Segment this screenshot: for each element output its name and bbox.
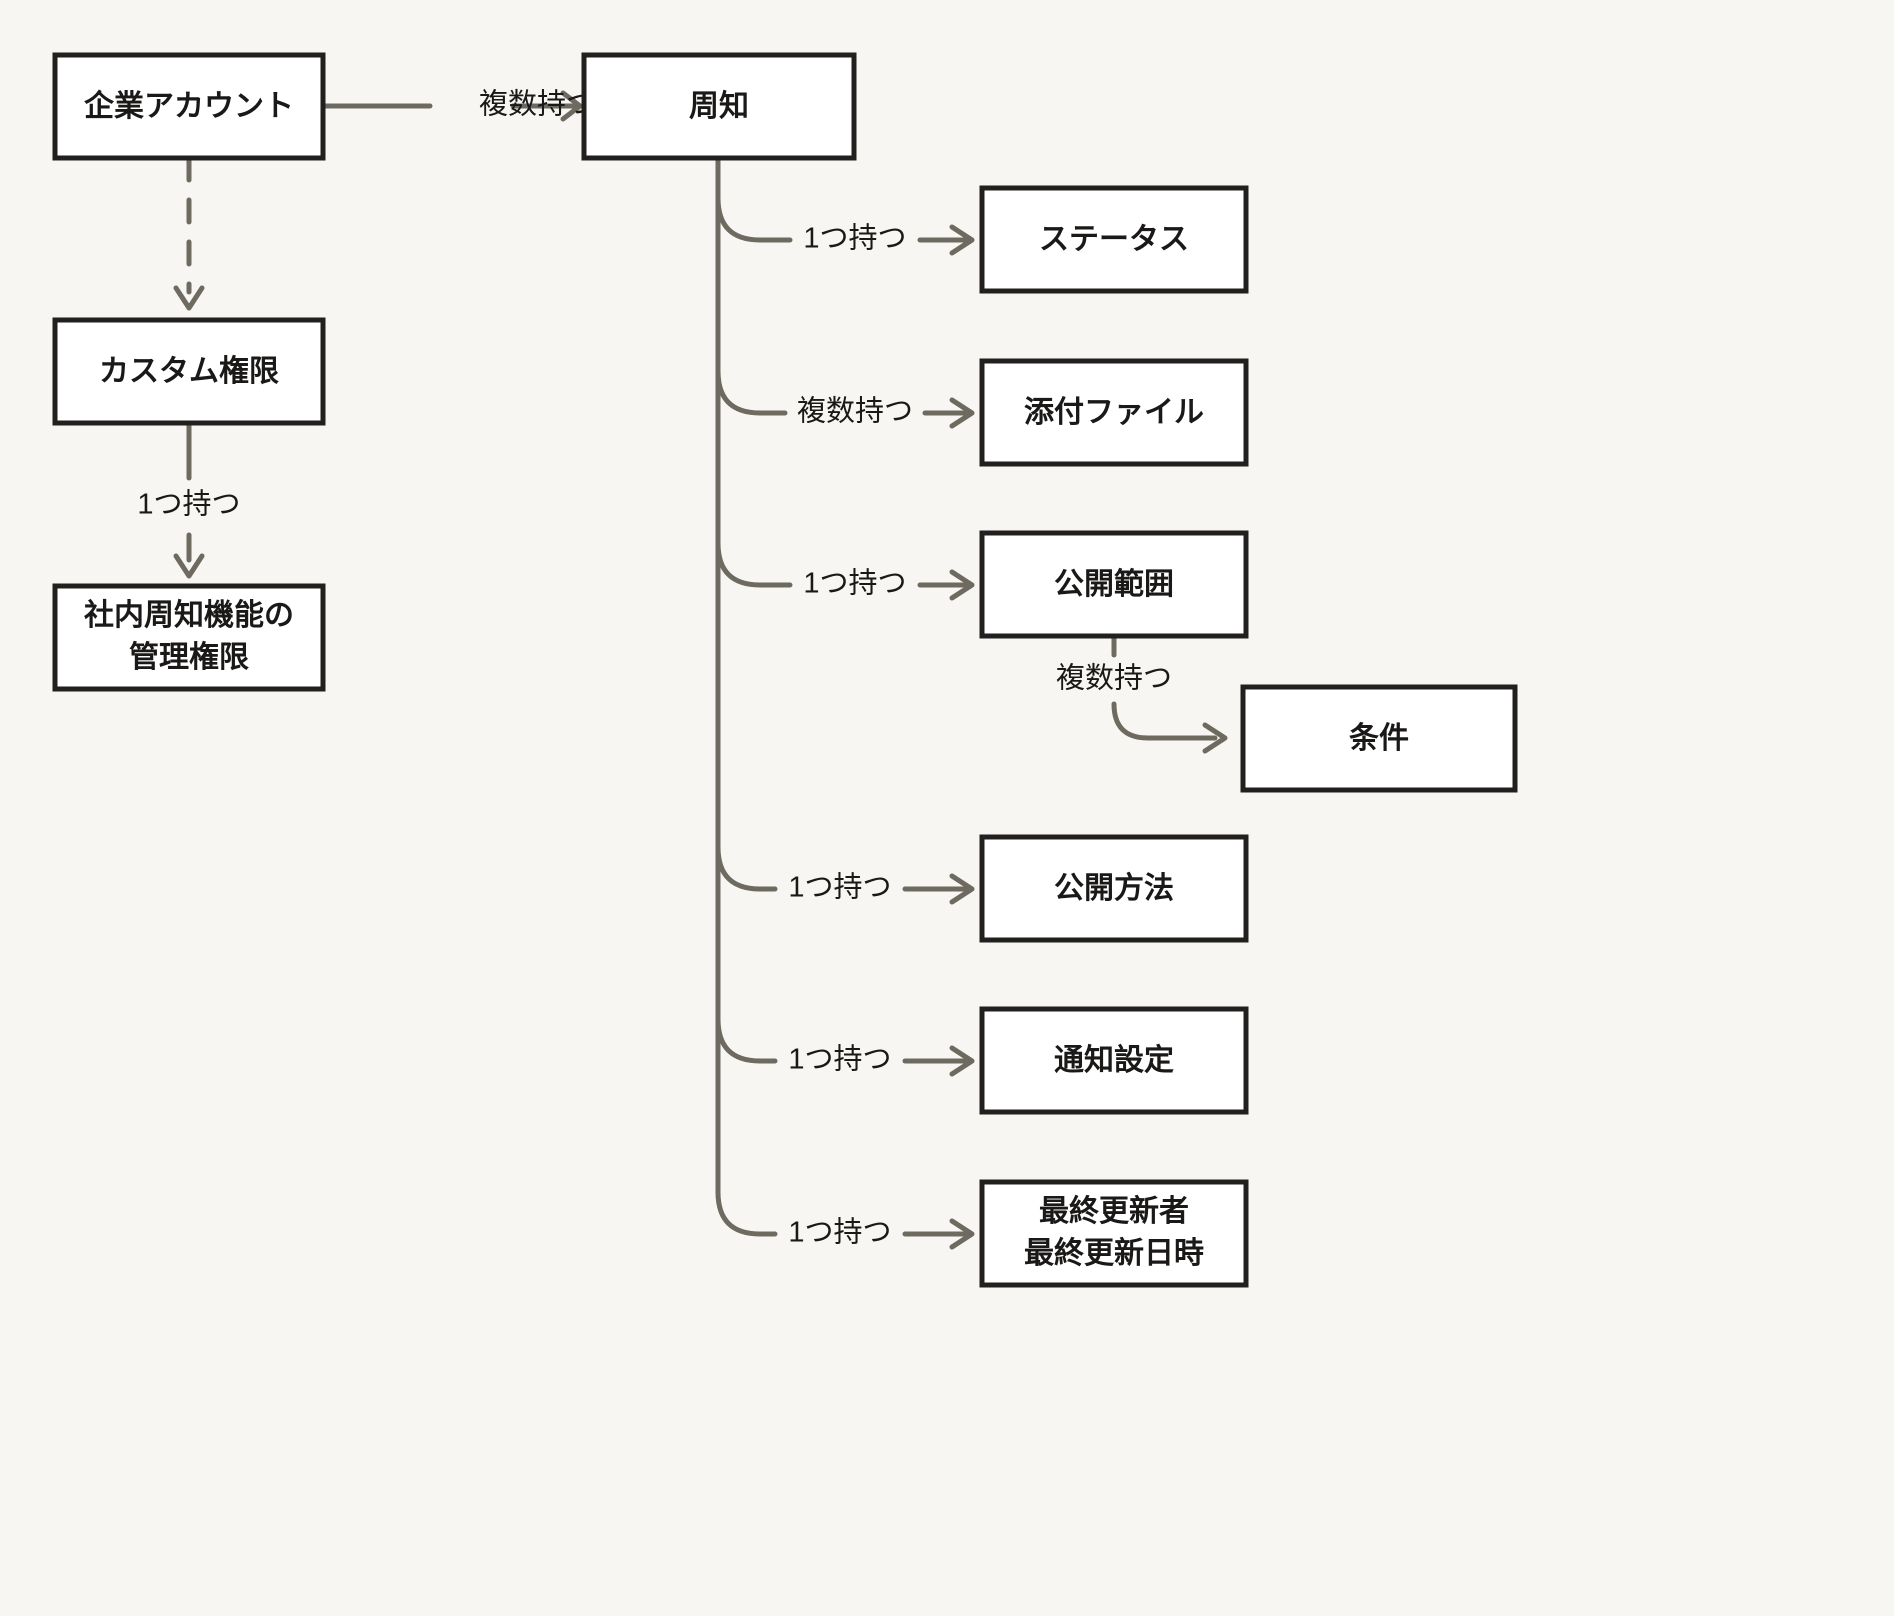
arrow-head-icon	[949, 1045, 975, 1077]
connector-branch-curve	[715, 844, 778, 892]
node-label: 公開範囲	[1054, 567, 1174, 601]
connector-company-account-to-custom-permission	[173, 155, 205, 311]
node-label: 通知設定	[1054, 1043, 1174, 1077]
node-box[interactable]	[581, 52, 857, 161]
node-attachment[interactable]: 添付ファイル	[979, 358, 1249, 467]
node-label: 企業アカウント	[84, 89, 294, 123]
arrow-head-icon	[949, 397, 975, 429]
node-label: カスタム権限	[99, 355, 279, 388]
connector-branch-curve	[715, 368, 788, 416]
arrow-head-icon	[949, 873, 975, 905]
connector-notice-to-publish-scope	[715, 540, 975, 601]
connector-company-account-to-notice	[320, 90, 583, 122]
node-box[interactable]	[979, 185, 1249, 294]
node-box[interactable]	[52, 317, 326, 426]
node-box[interactable]	[979, 1006, 1249, 1115]
arrow-head-icon	[949, 224, 975, 256]
node-box[interactable]	[52, 583, 326, 692]
connector-custom-permission-to-admin	[173, 420, 205, 579]
node-internal-notice-admin-permission[interactable]: 社内周知機能の 管理権限	[52, 583, 326, 692]
node-box[interactable]	[979, 1179, 1249, 1288]
edge-label-notice-to-attachment: 複数持つ	[797, 395, 913, 428]
edge-label-company-to-notice: 複数持つ	[479, 88, 595, 121]
edge-label-notice-to-status: 1つ持つ	[803, 222, 906, 255]
node-condition[interactable]: 条件	[1240, 684, 1518, 793]
node-box[interactable]	[979, 530, 1249, 639]
node-label: 条件	[1349, 722, 1409, 755]
connector-notice-to-notification-setting	[715, 1016, 975, 1077]
node-label-line-2: 管理権限	[129, 641, 249, 674]
arrow-head-icon	[949, 1218, 975, 1250]
node-custom-permission[interactable]: カスタム権限	[52, 317, 326, 426]
node-last-updated[interactable]: 最終更新者 最終更新日時	[979, 1179, 1249, 1288]
node-label-line-1: 最終更新者	[1039, 1194, 1189, 1228]
node-label: ステータス	[1039, 223, 1189, 256]
node-label-line-2: 最終更新日時	[1024, 1236, 1204, 1270]
edge-label-notice-to-publish-scope: 1つ持つ	[803, 567, 906, 600]
edge-label-notice-to-last-updated: 1つ持つ	[788, 1216, 891, 1249]
arrow-head-icon	[1202, 722, 1228, 754]
connector-notice-to-last-updated	[715, 1189, 975, 1250]
connector-branch-curve	[715, 195, 793, 243]
node-label: 公開方法	[1054, 871, 1174, 905]
arrow-head-icon	[949, 569, 975, 601]
arrow-head-icon	[173, 553, 205, 579]
node-box[interactable]	[979, 834, 1249, 943]
edge-label-publish-scope-to-condition: 複数持つ	[1056, 662, 1172, 695]
arrow-head-icon	[173, 285, 205, 311]
node-notification-setting[interactable]: 通知設定	[979, 1006, 1249, 1115]
connector-publish-scope-to-condition	[1111, 633, 1228, 754]
node-status[interactable]: ステータス	[979, 185, 1249, 294]
node-publish-method[interactable]: 公開方法	[979, 834, 1249, 943]
connector-curve	[1111, 701, 1218, 741]
connector-notice-to-status	[715, 195, 975, 256]
node-label: 周知	[689, 90, 749, 123]
node-label: 添付ファイル	[1024, 396, 1204, 429]
connector-branch-curve	[715, 1016, 778, 1064]
edge-label-custom-permission-to-admin: 1つ持つ	[137, 488, 240, 521]
node-box[interactable]	[1240, 684, 1518, 793]
connector-branch-curve	[715, 540, 793, 588]
connector-notice-to-attachment	[715, 368, 975, 429]
node-box[interactable]	[52, 52, 326, 161]
node-box[interactable]	[979, 358, 1249, 467]
connector-branch-curve	[715, 1189, 778, 1237]
node-company-account[interactable]: 企業アカウント	[52, 52, 326, 161]
arrow-head-icon	[560, 90, 583, 122]
connector-notice-to-publish-method	[715, 844, 975, 905]
node-notice[interactable]: 周知	[581, 52, 857, 161]
node-label-line-1: 社内周知機能の	[84, 599, 294, 632]
node-publish-scope[interactable]: 公開範囲	[979, 530, 1249, 639]
edge-label-notice-to-publish-method: 1つ持つ	[788, 871, 891, 904]
edge-label-notice-to-notification-setting: 1つ持つ	[788, 1043, 891, 1076]
